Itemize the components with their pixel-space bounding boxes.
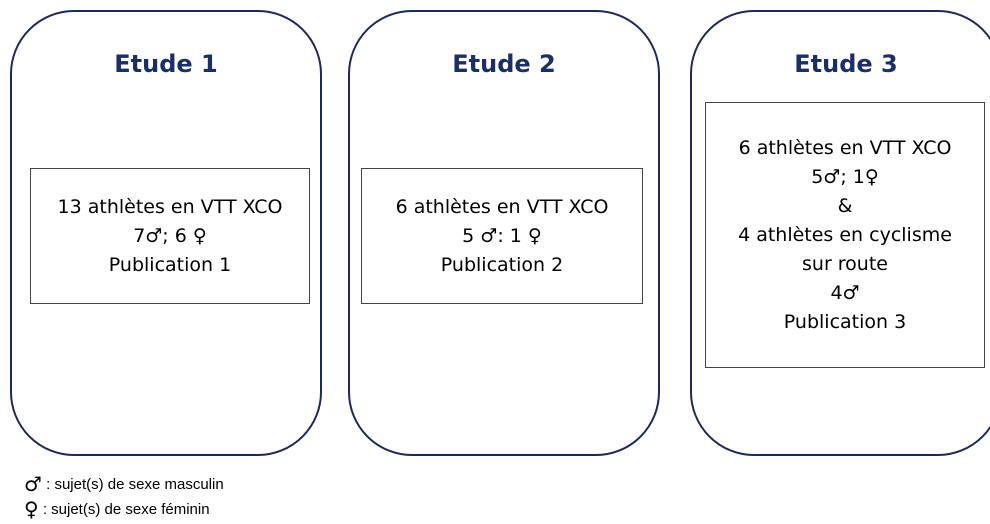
female-symbol-icon: ♀ [24, 497, 39, 521]
study-2-participants: 6 athlètes en VTT XCO [395, 195, 609, 218]
study-panel-1: 13 athlètes en VTT XCO 7♂; 6 ♀ Publicati… [30, 168, 310, 304]
study-3-participants-xco: 6 athlètes en VTT XCO [738, 136, 952, 159]
study-1-publication: Publication 1 [108, 253, 232, 276]
study-title-2: Etude 2 [452, 50, 556, 78]
study-3-ampersand: & [837, 194, 853, 217]
male-symbol-icon: ♂ [24, 472, 42, 496]
study-3-participants-road: 4 athlètes en cyclisme [738, 223, 952, 246]
study-panel-2: 6 athlètes en VTT XCO 5 ♂: 1 ♀ Publicati… [361, 168, 643, 304]
study-3-publication: Publication 3 [783, 310, 907, 333]
legend-male: ♂ : sujet(s) de sexe masculin [24, 472, 224, 496]
study-panel-3: 6 athlètes en VTT XCO 5♂; 1♀ & 4 athlète… [705, 102, 985, 368]
study-title-3: Etude 3 [794, 50, 898, 78]
study-3-sex-ratio-road: 4♂ [830, 281, 860, 304]
legend-male-text: : sujet(s) de sexe masculin [46, 476, 224, 493]
study-2-sex-ratio: 5 ♂: 1 ♀ [462, 224, 542, 247]
legend-female-text: : sujet(s) de sexe féminin [42, 501, 210, 518]
study-1-sex-ratio: 7♂; 6 ♀ [133, 224, 207, 247]
study-3-participants-road-cont: sur route [802, 252, 888, 275]
study-2-publication: Publication 2 [440, 253, 564, 276]
study-3-sex-ratio-xco: 5♂; 1♀ [811, 165, 879, 188]
legend-female: ♀ : sujet(s) de sexe féminin [24, 497, 210, 521]
study-1-participants: 13 athlètes en VTT XCO [57, 195, 283, 218]
study-title-1: Etude 1 [114, 50, 218, 78]
